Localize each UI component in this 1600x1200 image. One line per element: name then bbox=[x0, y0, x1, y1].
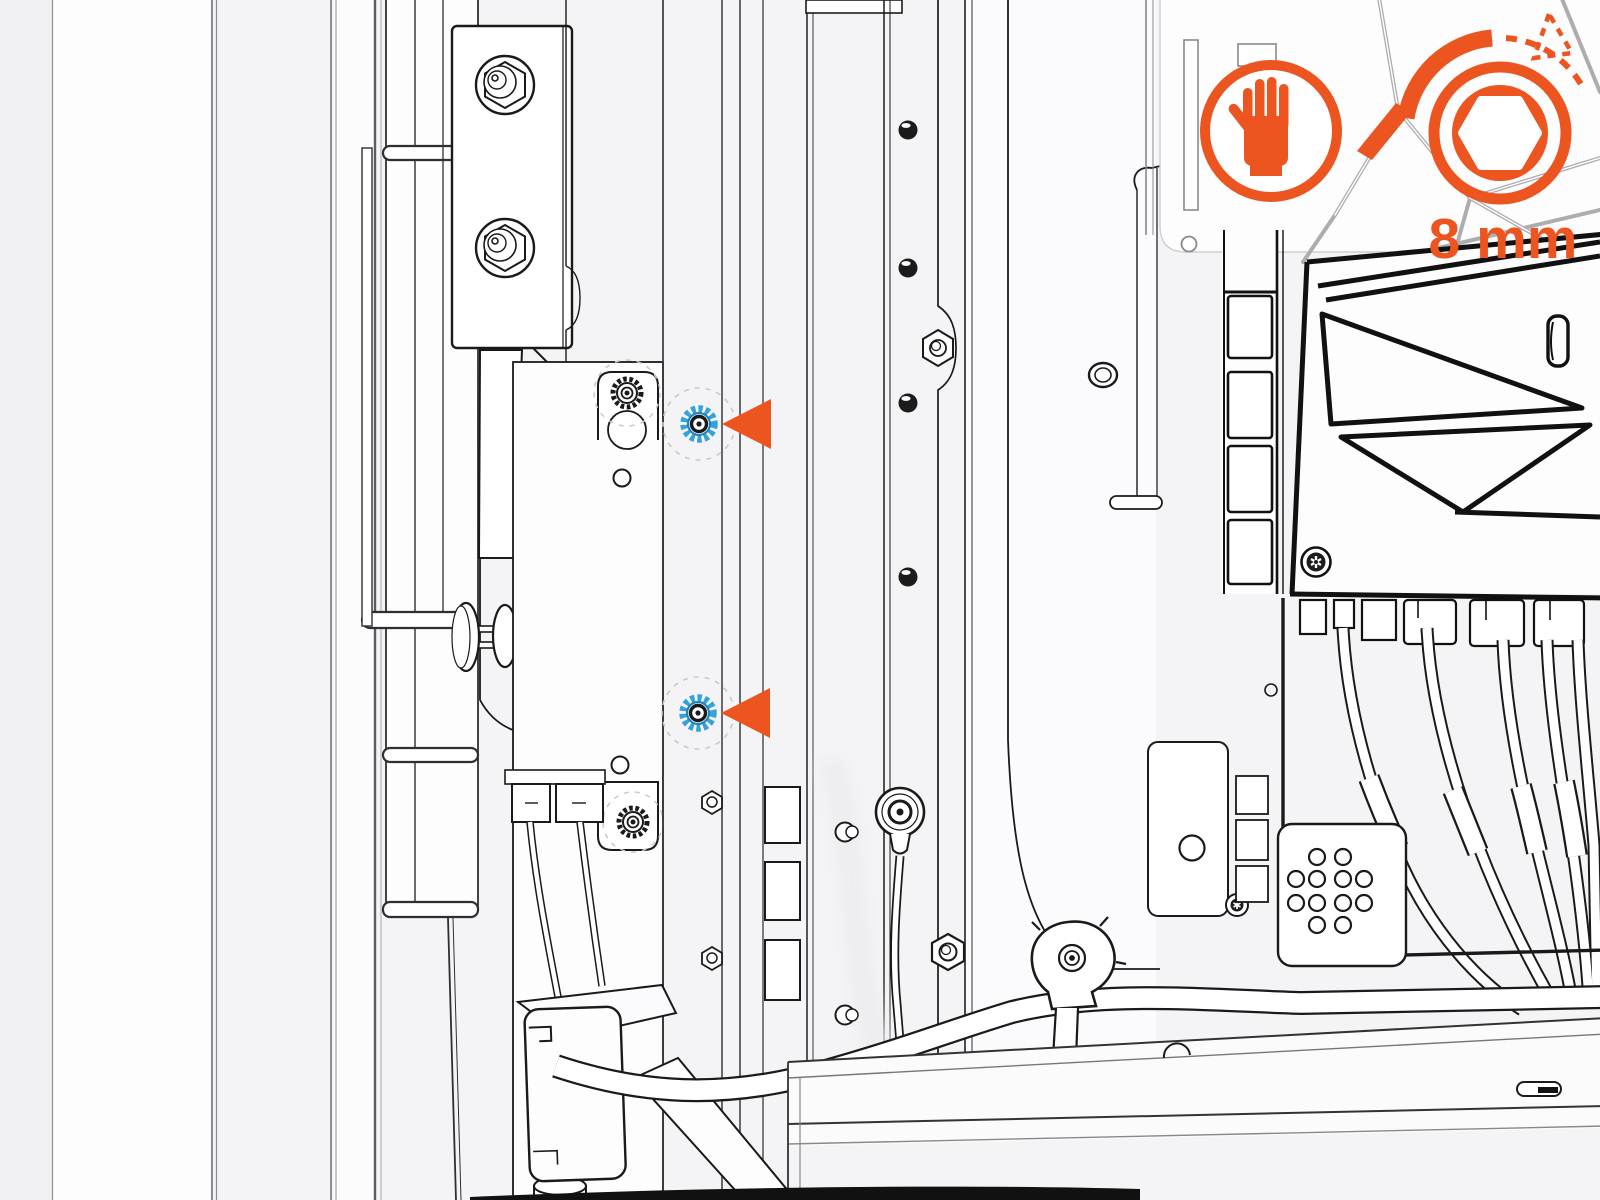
highlight-nut-lower bbox=[679, 694, 717, 732]
instruction-badge: 8 mm bbox=[1200, 8, 1585, 271]
ground-terminal bbox=[874, 786, 926, 1043]
arrow-marker-upper bbox=[722, 399, 771, 449]
cover-plate bbox=[523, 1005, 627, 1183]
panel-hole bbox=[1087, 361, 1119, 389]
hex-bolt bbox=[474, 217, 536, 279]
dome-screw bbox=[898, 393, 918, 413]
cable-clip bbox=[1546, 314, 1570, 368]
bolt-bracket bbox=[450, 24, 578, 430]
bottom-rail bbox=[470, 1017, 1600, 1200]
center-rails bbox=[662, 0, 903, 1200]
back-panel bbox=[817, 0, 1183, 1092]
nut-tab-bottom bbox=[597, 781, 664, 853]
thumbwheel bbox=[451, 601, 519, 673]
panel-hole bbox=[1180, 235, 1198, 253]
left-frame-columns bbox=[51, 0, 382, 1200]
bottom-edge bbox=[470, 1186, 1140, 1200]
screw-rail bbox=[883, 0, 957, 1092]
dome-screws bbox=[898, 120, 918, 587]
hand-icon bbox=[1200, 60, 1342, 202]
rail-hex-bolts bbox=[701, 789, 723, 972]
lower-panel bbox=[1147, 598, 1600, 968]
rail-slot bbox=[1516, 1081, 1562, 1097]
hex-socket-icon bbox=[1428, 61, 1572, 205]
terminal-wires bbox=[526, 821, 606, 1003]
marker-lower bbox=[661, 676, 770, 750]
arrow-marker-lower bbox=[721, 688, 770, 738]
torx-screw bbox=[1300, 546, 1332, 578]
highlight-nut-upper bbox=[680, 405, 718, 443]
terminal-blocks bbox=[504, 769, 606, 823]
nut-tab-top bbox=[593, 359, 661, 450]
vent-grille bbox=[1276, 822, 1408, 968]
electronics-box bbox=[1222, 228, 1600, 648]
size-label: 8 mm bbox=[1429, 207, 1578, 271]
marker-upper bbox=[662, 387, 771, 461]
hex-nut bbox=[930, 932, 966, 972]
hex-bolt bbox=[474, 54, 536, 116]
cable-sleeves bbox=[1358, 774, 1588, 858]
dome-screw bbox=[898, 567, 918, 587]
strip-bracket bbox=[1109, 160, 1183, 510]
serrated-nut bbox=[616, 805, 650, 839]
connector-row bbox=[1298, 598, 1586, 648]
small-bolt bbox=[834, 821, 859, 1026]
dome-screw bbox=[898, 258, 918, 278]
rotation-arc-icon bbox=[1397, 8, 1585, 120]
frame-tube bbox=[552, 985, 1600, 1103]
dome-screw bbox=[898, 120, 918, 140]
side-plate bbox=[1147, 741, 1269, 917]
separator-slash bbox=[1357, 103, 1411, 160]
connector-column bbox=[1222, 228, 1284, 594]
serrated-nut bbox=[610, 376, 644, 410]
hex-nut bbox=[922, 328, 954, 368]
